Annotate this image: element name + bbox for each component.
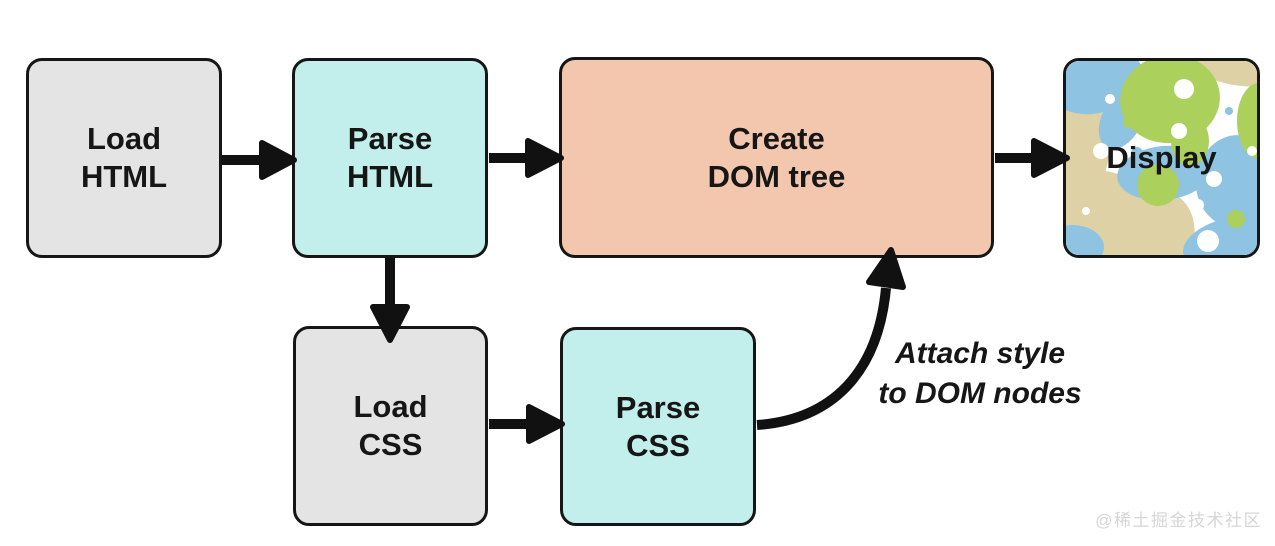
attach-style-annotation-line1: Attach style — [894, 337, 1066, 370]
node-parse-css: Parse CSS — [560, 327, 756, 526]
node-create-dom-tree: Create DOM tree — [559, 57, 994, 258]
node-create-dom-tree-label-line1: Create — [728, 120, 825, 156]
node-parse-html-label-line2: HTML — [346, 159, 434, 194]
node-parse-css-label-line2: CSS — [626, 427, 690, 463]
node-load-css-label-line2: CSS — [358, 427, 423, 462]
node-load-html: Load HTML — [26, 58, 222, 258]
arrow-create-dom-tree-to-display — [995, 138, 1070, 178]
node-parse-html-label-line1: Parse — [347, 121, 433, 157]
watermark: @稀土掘金技术社区 — [1095, 511, 1262, 530]
node-load-css: Load CSS — [293, 326, 488, 526]
arrow-load-css-to-parse-css — [489, 404, 565, 444]
node-parse-css-label-line1: Parse — [615, 389, 701, 425]
arrow-parse-html-to-create-dom-tree — [489, 138, 564, 178]
attach-style-annotation-line2: to DOM nodes — [878, 377, 1082, 410]
attach-style-annotation: Attach style to DOM nodes — [860, 334, 1100, 414]
arrow-load-html-to-parse-html — [222, 140, 297, 180]
node-display-label: Display — [1106, 140, 1217, 176]
node-load-css-label-line1: Load — [353, 389, 428, 425]
node-display: Display — [1063, 58, 1260, 258]
node-load-html-label-line1: Load — [86, 121, 162, 157]
rendered-page-thumbnail-pattern — [1066, 61, 1257, 255]
node-load-html-label-line2: HTML — [80, 159, 168, 194]
node-parse-html: Parse HTML — [292, 58, 488, 258]
node-create-dom-tree-label-line2: DOM tree — [707, 158, 846, 194]
